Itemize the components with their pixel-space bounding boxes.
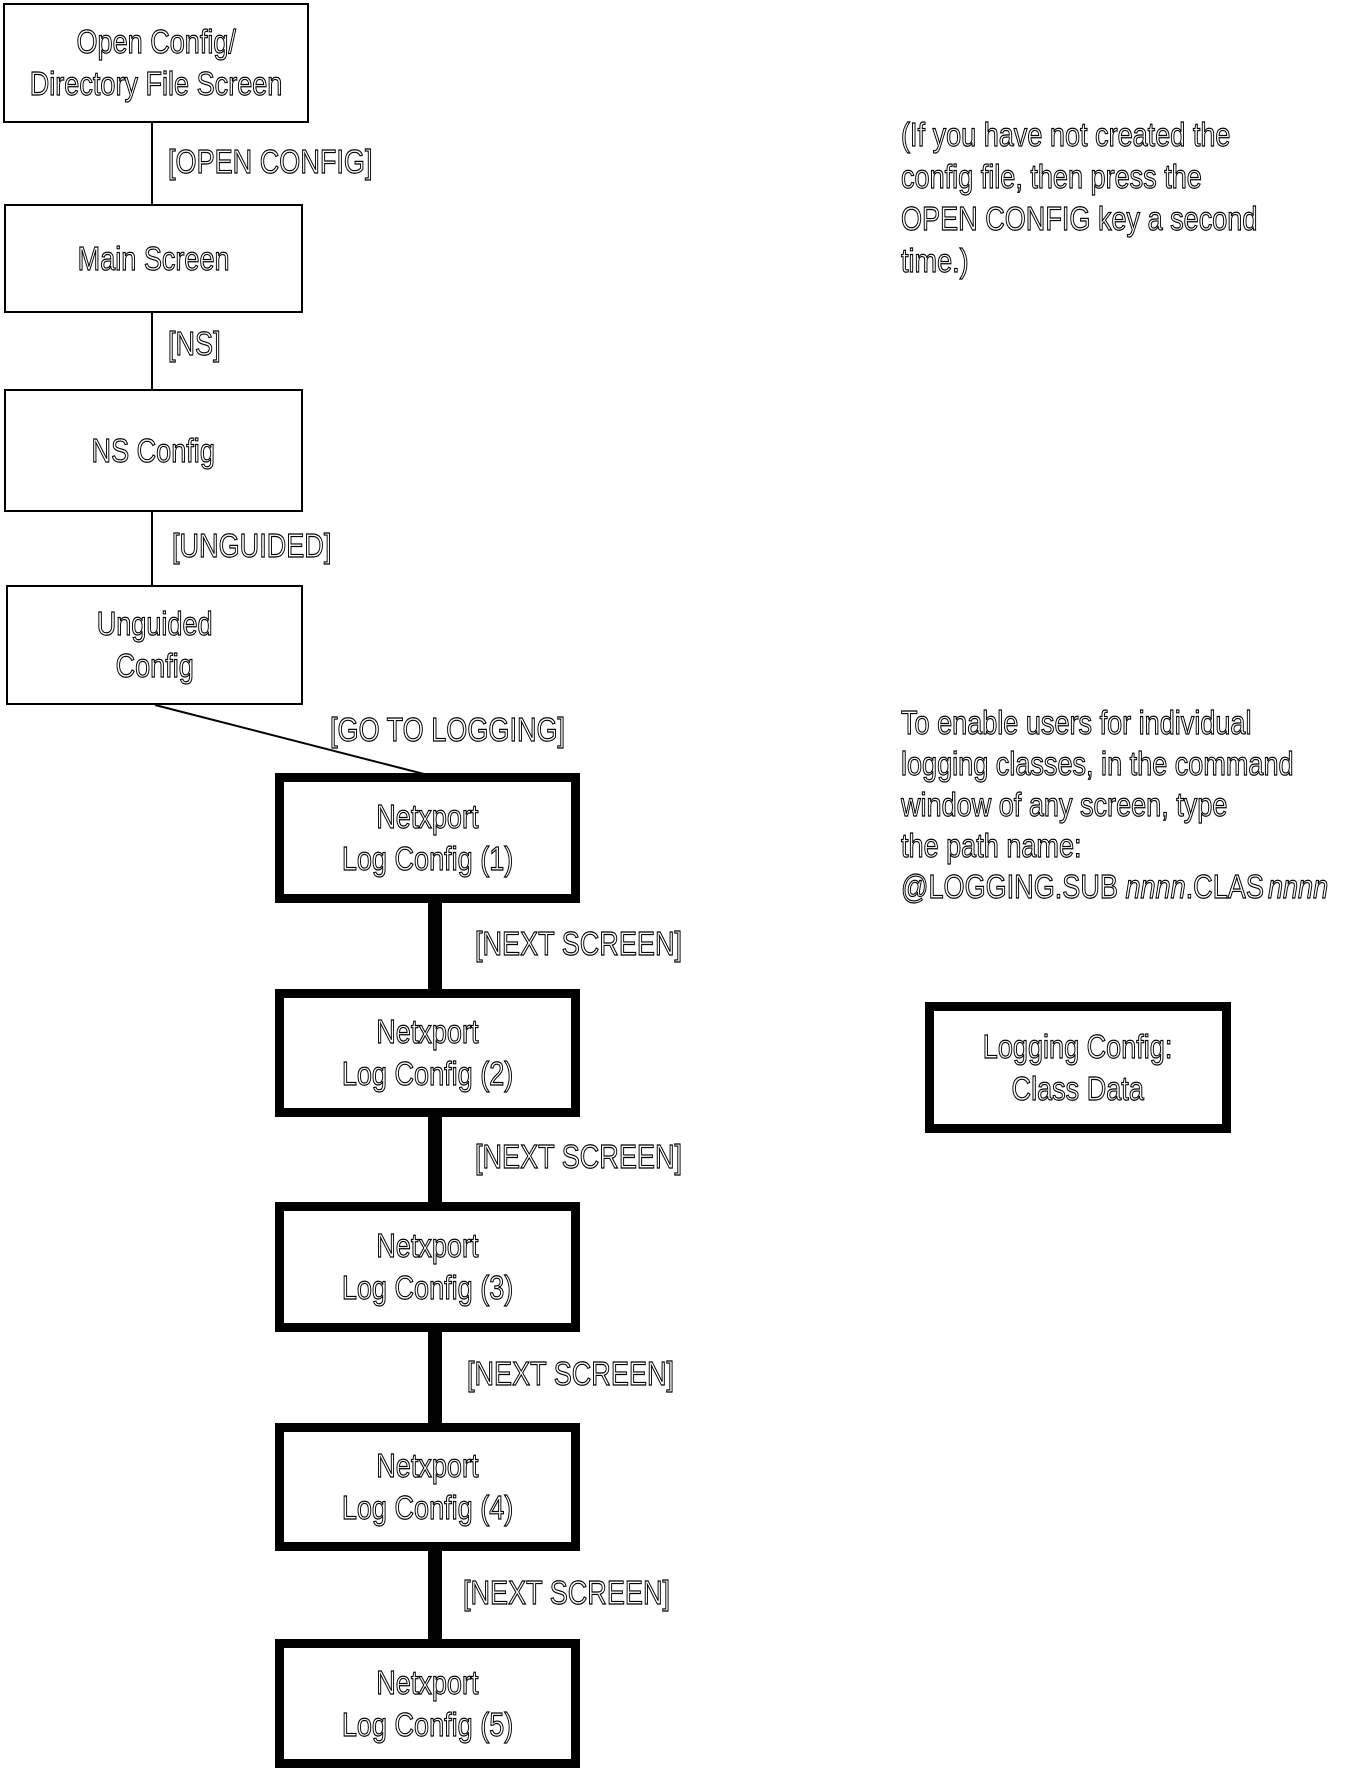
box-label-line: Log Config (5) [341, 1705, 514, 1743]
box-label-line: Log Config (1) [341, 839, 514, 877]
box-label-line: Netxport [376, 1446, 479, 1484]
box-label-line: Netxport [376, 797, 479, 835]
box-label-line: Unguided [96, 604, 213, 642]
note-line: (If you have not created the [901, 115, 1231, 153]
note-line: window of any screen, type [901, 785, 1228, 823]
box-label-line: Netxport [376, 1663, 479, 1701]
edge-label-next-screen-2: [NEXT SCREEN] [475, 1137, 683, 1175]
connector-next-screen-line-4 [428, 1546, 442, 1643]
box-main-screen: Main Screen [4, 204, 303, 313]
note-line: To enable users for individual [901, 703, 1252, 741]
edge-label-next-screen-1: [NEXT SCREEN] [475, 924, 683, 962]
edge-label-next-screen-3: [NEXT SCREEN] [467, 1354, 675, 1392]
box-label-line: Main Screen [77, 239, 230, 277]
path-clas: .CLAS [1185, 867, 1264, 905]
edge-label-unguided: [UNGUIDED] [172, 526, 332, 564]
note-line: config file, then press the [901, 157, 1203, 195]
connector-next-screen-line-2 [428, 1112, 442, 1206]
note-line: the path name: [901, 826, 1082, 864]
edge-label-go-to-logging: [GO TO LOGGING] [330, 710, 566, 748]
box-netxport-log-config-3: Netxport Log Config (3) [275, 1202, 580, 1332]
box-netxport-log-config-2: Netxport Log Config (2) [275, 989, 580, 1117]
connector-open-config-line [151, 122, 153, 205]
box-label-line: Log Config (2) [341, 1054, 514, 1092]
note-line: time.) [901, 241, 970, 279]
box-label-line: Logging Config: [983, 1027, 1174, 1065]
box-label-line: Log Config (4) [341, 1488, 514, 1526]
path-nnnn-2: nnnn [1267, 867, 1329, 905]
edge-label-ns: [NS] [168, 324, 222, 362]
edge-label-next-screen-4: [NEXT SCREEN] [463, 1573, 671, 1611]
note-open-config-hint: (If you have not created the config file… [901, 114, 1336, 282]
box-label-line: Open Config/ [76, 22, 236, 60]
connector-ns-line [151, 312, 153, 390]
box-label-line: Class Data [1011, 1069, 1145, 1107]
box-netxport-log-config-5: Netxport Log Config (5) [275, 1639, 580, 1768]
box-logging-config-class-data: Logging Config: Class Data [925, 1002, 1231, 1133]
box-ns-config: NS Config [4, 389, 303, 512]
box-label-line: Directory File Screen [29, 64, 283, 102]
box-label-line: NS Config [91, 431, 216, 469]
edge-label-open-config: [OPEN CONFIG] [168, 142, 373, 180]
box-label-line: Config [115, 646, 194, 684]
note-line: logging classes, in the command [901, 744, 1295, 782]
connector-unguided-line [151, 511, 153, 586]
path-prefix: @LOGGING.SUB [901, 867, 1126, 905]
box-open-config-directory: Open Config/ Directory File Screen [3, 3, 309, 123]
note-line: OPEN CONFIG key a second [901, 199, 1258, 237]
note-logging-classes: To enable users for individual logging c… [901, 702, 1352, 907]
connector-next-screen-line-1 [428, 898, 442, 993]
box-label-line: Log Config (3) [341, 1268, 514, 1306]
box-unguided-config: Unguided Config [6, 585, 303, 705]
connector-next-screen-line-3 [428, 1327, 442, 1427]
box-label-line: Netxport [376, 1012, 479, 1050]
box-label-line: Netxport [376, 1226, 479, 1264]
box-netxport-log-config-1: Netxport Log Config (1) [275, 773, 580, 903]
box-netxport-log-config-4: Netxport Log Config (4) [275, 1423, 580, 1551]
path-nnnn-1: nnnn [1125, 867, 1186, 905]
